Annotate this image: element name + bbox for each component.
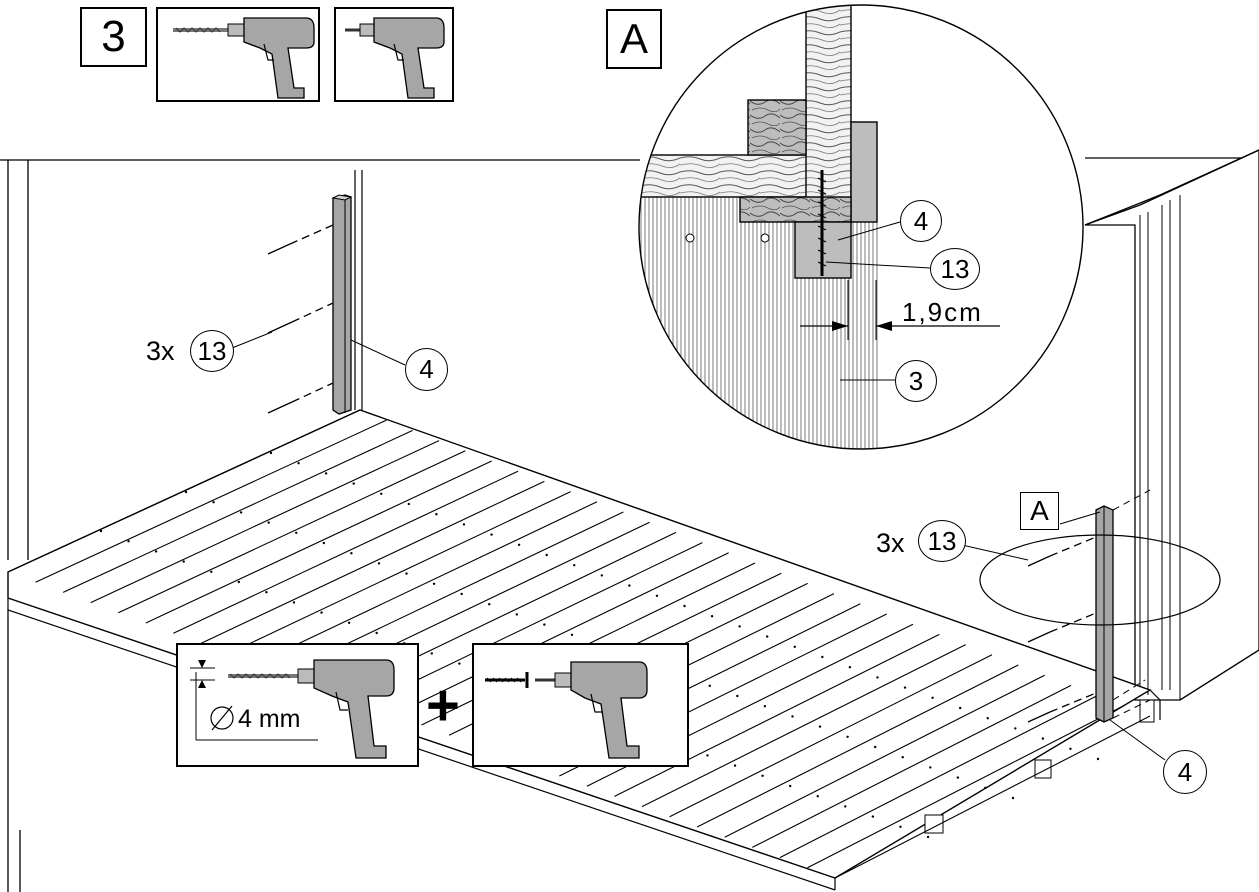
detail-marker-a: A [606,9,662,69]
screwdriver-bit-icon [345,17,445,99]
detail-part-3-label: 3 [895,360,937,402]
left-screw-part-label: 13 [190,330,234,372]
drill-with-bit-icon [228,659,395,759]
right-screw-part-label: 13 [918,520,966,562]
left-post-part-label: 4 [405,348,448,391]
cabin-back-wall [0,157,1259,892]
left-screws [231,224,406,414]
right-side-wall [1084,149,1259,701]
screwdriver-with-screw-icon [485,661,648,759]
detail-measurement: 1,9cm [902,297,983,327]
left-screw-quantity: 3x [146,336,175,366]
right-screw-quantity: 3x [876,528,905,558]
drill-size-label: 4 mm [238,705,301,733]
drill-bit-icon [173,17,315,99]
right-screws [961,511,1221,761]
right-detail-marker-a: A [1020,492,1059,530]
step-number: 3 [80,7,147,67]
plus-sign: + [426,673,460,738]
detail-part-4-label: 4 [900,200,942,242]
detail-part-13-label: 13 [930,248,980,290]
left-corner-post [331,194,353,415]
left-wall-corner [354,170,363,410]
detail-view-a [638,4,1084,450]
right-post-part-label: 4 [1163,750,1207,794]
right-corner-post [1095,489,1151,723]
